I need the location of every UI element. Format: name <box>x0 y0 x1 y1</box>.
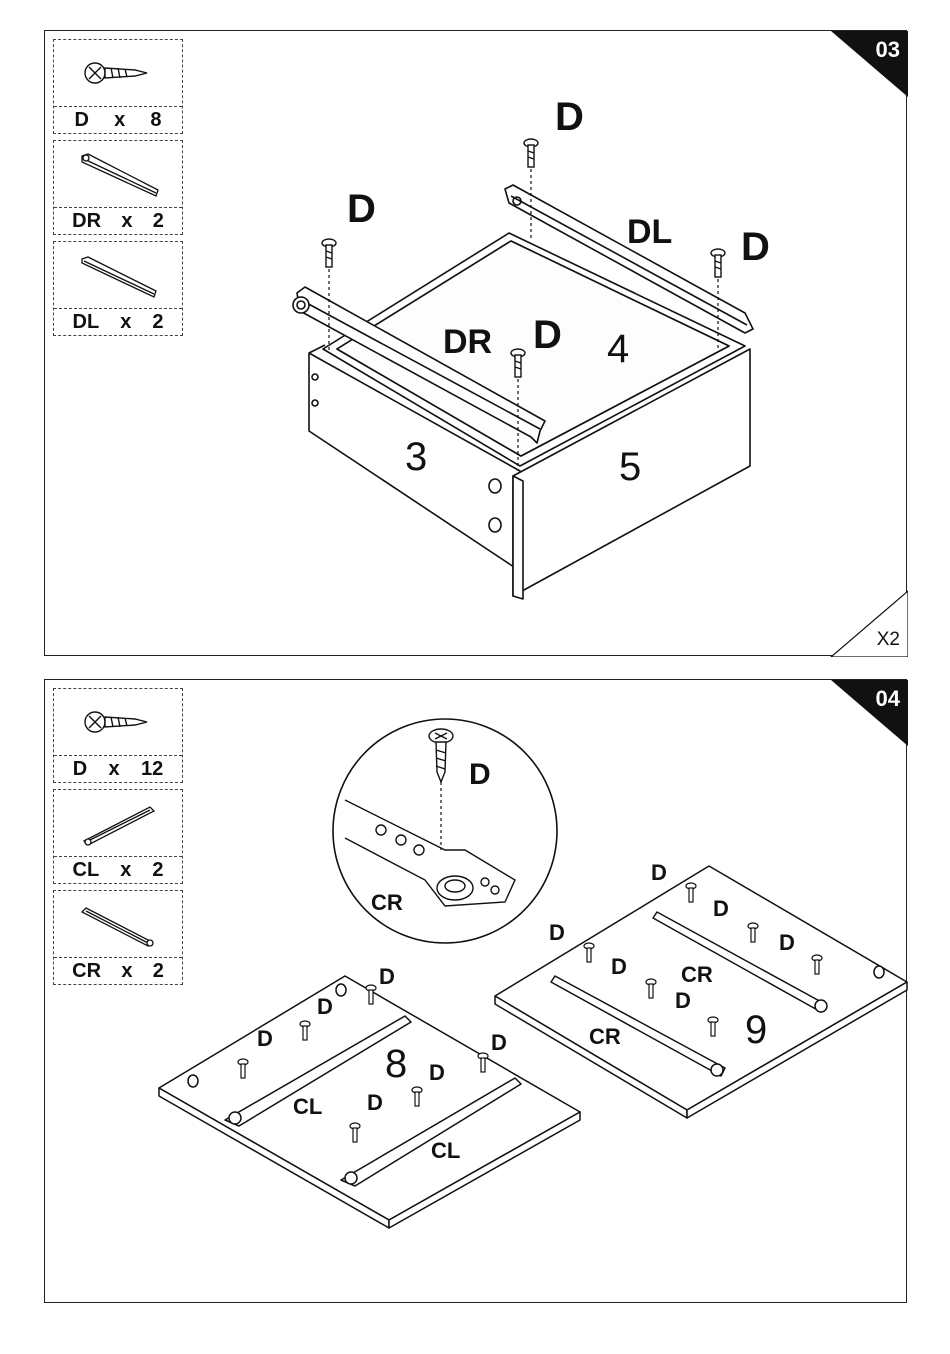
part-qty: 2 <box>153 210 164 233</box>
part-qty: 2 <box>153 960 164 983</box>
detail-circle <box>333 719 557 943</box>
label-screw-d: D <box>779 930 795 956</box>
label-screw-d: D <box>651 860 667 886</box>
label-screw-d: D <box>555 95 584 140</box>
part-qty: 8 <box>150 109 161 132</box>
part-code: D <box>73 758 87 781</box>
label-screw-d: D <box>367 1090 383 1116</box>
label-panel-8: 8 <box>385 1042 407 1087</box>
cabinet-rail-icon <box>68 896 168 952</box>
part-code: D <box>75 109 89 132</box>
cabinet-rail-icon <box>68 795 168 851</box>
part-times: x <box>121 210 132 233</box>
label-rail-cr: CR <box>589 1024 621 1050</box>
label-screw-d: D <box>379 964 395 990</box>
part-code: DR <box>72 210 101 233</box>
part-times: x <box>121 960 132 983</box>
screw-icon <box>83 707 153 737</box>
label-panel-3: 3 <box>405 435 427 480</box>
label-panel-4: 4 <box>607 327 629 372</box>
part-qty: 12 <box>141 758 163 781</box>
screw-icon <box>711 249 725 277</box>
label-rail-cl: CL <box>431 1138 460 1164</box>
label-rail-dl: DL <box>627 213 672 252</box>
step-multiplier: X2 <box>877 629 900 651</box>
part-code: CR <box>72 960 101 983</box>
label-panel-9: 9 <box>745 1008 767 1053</box>
drawer-rail-icon <box>68 146 168 202</box>
part-times: x <box>114 109 125 132</box>
label-screw-d: D <box>741 225 770 270</box>
label-screw-d: D <box>491 1030 507 1056</box>
label-screw-d: D <box>429 1060 445 1086</box>
part-times: x <box>120 311 131 334</box>
part-times: x <box>120 859 131 882</box>
part-code: CL <box>73 859 100 882</box>
panel-9-shape <box>495 866 907 1110</box>
label-screw-d: D <box>257 1026 273 1052</box>
screw-icon <box>524 139 538 167</box>
label-screw-d: D <box>533 313 562 358</box>
label-screw-d: D <box>549 920 565 946</box>
step-number: 04 <box>876 686 900 712</box>
label-panel-5: 5 <box>619 445 641 490</box>
step-number: 03 <box>876 37 900 63</box>
detail-label-d: D <box>469 758 491 792</box>
part-qty: 2 <box>152 859 163 882</box>
part-qty: 2 <box>152 311 163 334</box>
label-screw-d: D <box>675 988 691 1014</box>
label-screw-d: D <box>317 994 333 1020</box>
drawer-rail-icon <box>68 247 168 303</box>
part-times: x <box>109 758 120 781</box>
label-screw-d: D <box>713 896 729 922</box>
label-rail-dr: DR <box>443 323 492 362</box>
part-code: DL <box>73 311 100 334</box>
label-rail-cl: CL <box>293 1094 322 1120</box>
label-screw-d: D <box>611 954 627 980</box>
screw-icon <box>322 239 336 267</box>
screw-icon <box>83 58 153 88</box>
label-screw-d: D <box>347 187 376 232</box>
detail-label-cr: CR <box>371 890 403 916</box>
label-rail-cr: CR <box>681 962 713 988</box>
